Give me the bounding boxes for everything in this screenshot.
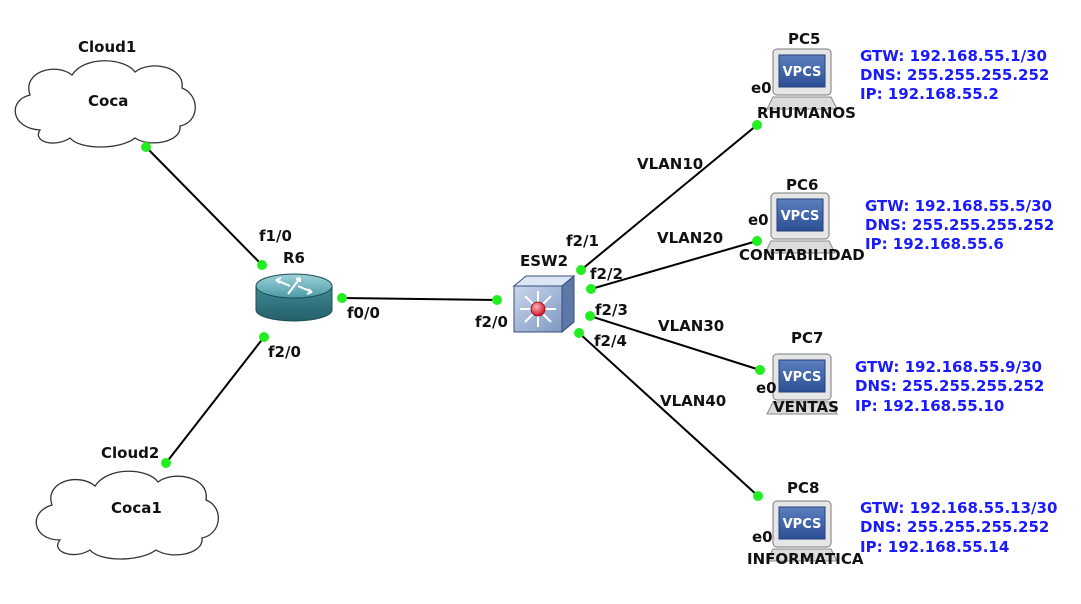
r6-port-f2-0: f2/0	[268, 343, 301, 361]
vpcs-terminal-icon: VPCS	[764, 192, 836, 254]
multilayer-switch-icon	[512, 274, 576, 334]
link-esw2-pc6[interactable]	[590, 240, 758, 290]
port-dot-esw2-f2-3[interactable]	[585, 311, 595, 321]
pc5-node[interactable]: VPCS	[766, 48, 838, 110]
pc6-note-ip: IP: 192.168.55.6	[865, 235, 1004, 253]
pc8-note-gtw: GTW: 192.168.55.13/30	[860, 499, 1057, 517]
pc6-note-gtw: GTW: 192.168.55.5/30	[865, 197, 1052, 215]
pc6-dept-label: CONTABILIDAD	[739, 246, 865, 264]
vpcs-terminal-icon: VPCS	[766, 353, 838, 415]
pc7-port-label: e0	[756, 379, 777, 397]
port-dot-esw2-f2-0[interactable]	[492, 295, 502, 305]
cloud2-label: Cloud2	[101, 444, 159, 462]
cloud1-icon	[14, 60, 196, 148]
pc7-note: GTW: 192.168.55.9/30 DNS: 255.255.255.25…	[855, 358, 1044, 415]
pc8-dept-label: INFORMATICA	[747, 550, 864, 568]
vpcs-terminal-icon: VPCS	[766, 48, 838, 110]
pc5-note-ip: IP: 192.168.55.2	[860, 85, 999, 103]
link-esw2-pc5[interactable]	[580, 124, 758, 271]
cloud1-inner-label: Coca	[88, 92, 128, 110]
pc6-port-label: e0	[748, 211, 769, 229]
port-dot-r6-f0-0[interactable]	[337, 293, 347, 303]
cloud1-node[interactable]: Cloud1 Coca	[14, 38, 196, 148]
port-dot-cloud2[interactable]	[161, 458, 171, 468]
pc8-node[interactable]: VPCS	[766, 500, 838, 562]
port-dot-r6-f1-0[interactable]	[257, 260, 267, 270]
pc8-note: GTW: 192.168.55.13/30 DNS: 255.255.255.2…	[860, 499, 1057, 556]
pc7-node[interactable]: VPCS	[766, 353, 838, 415]
pc7-dept-label: VENTAS	[773, 398, 839, 416]
port-dots	[141, 120, 765, 501]
link-esw2-pc7[interactable]	[589, 315, 761, 371]
port-dot-r6-f2-0[interactable]	[259, 332, 269, 342]
pc8-port-label: e0	[752, 528, 773, 546]
port-dot-pc8-e0[interactable]	[753, 491, 763, 501]
link-r6-esw2[interactable]	[341, 297, 498, 301]
vlan30-label: VLAN30	[658, 317, 724, 335]
esw2-port-f2-1: f2/1	[566, 232, 599, 250]
port-dot-cloud1[interactable]	[141, 142, 151, 152]
r6-port-f1-0: f1/0	[259, 227, 292, 245]
esw2-port-f2-0: f2/0	[475, 313, 508, 331]
vpcs-screen-label: VPCS	[783, 517, 822, 532]
vpcs-screen-label: VPCS	[783, 370, 822, 385]
pc5-label: PC5	[788, 30, 820, 48]
link-cloud2-r6[interactable]	[165, 336, 265, 464]
pc5-note: GTW: 192.168.55.1/30 DNS: 255.255.255.25…	[860, 47, 1049, 103]
port-dot-esw2-f2-2[interactable]	[586, 284, 596, 294]
esw2-port-f2-4: f2/4	[594, 332, 627, 350]
port-dot-pc7-e0[interactable]	[755, 365, 765, 375]
cloud2-icon	[35, 470, 219, 560]
vpcs-terminal-icon: VPCS	[766, 500, 838, 562]
pc7-label: PC7	[791, 329, 823, 347]
r6-port-f0-0: f0/0	[347, 304, 380, 322]
pc7-note-dns: DNS: 255.255.255.252	[855, 377, 1044, 395]
pc5-dept-label: RHUMANOS	[757, 104, 856, 122]
pc5-port-label: e0	[751, 79, 772, 97]
router-icon	[255, 273, 333, 322]
esw2-node[interactable]: ESW2	[512, 252, 576, 334]
vlan10-label: VLAN10	[637, 155, 703, 173]
pc8-note-ip: IP: 192.168.55.14	[860, 538, 1009, 556]
esw2-port-f2-3: f2/3	[595, 301, 628, 319]
pc6-note: GTW: 192.168.55.5/30 DNS: 255.255.255.25…	[865, 197, 1054, 253]
esw2-port-f2-2: f2/2	[590, 265, 623, 283]
vlan20-label: VLAN20	[657, 229, 723, 247]
vpcs-screen-label: VPCS	[783, 65, 822, 80]
pc5-note-gtw: GTW: 192.168.55.1/30	[860, 47, 1047, 65]
pc6-node[interactable]: VPCS	[764, 192, 836, 254]
pc5-note-dns: DNS: 255.255.255.252	[860, 66, 1049, 84]
pc6-note-dns: DNS: 255.255.255.252	[865, 216, 1054, 234]
r6-label: R6	[283, 249, 305, 267]
pc6-label: PC6	[786, 176, 818, 194]
cloud2-node[interactable]: Cloud2 Coca1	[35, 444, 219, 560]
link-cloud1-r6[interactable]	[145, 146, 263, 266]
vpcs-screen-label: VPCS	[781, 209, 820, 224]
port-dot-esw2-f2-1[interactable]	[576, 265, 586, 275]
vlan40-label: VLAN40	[660, 392, 726, 410]
pc7-note-ip: IP: 192.168.55.10	[855, 397, 1004, 415]
pc7-note-gtw: GTW: 192.168.55.9/30	[855, 358, 1042, 376]
port-dot-pc6-e0[interactable]	[752, 236, 762, 246]
link-esw2-pc8[interactable]	[578, 332, 759, 497]
cloud2-inner-label: Coca1	[111, 499, 162, 517]
esw2-label: ESW2	[520, 252, 568, 270]
port-dot-esw2-f2-4[interactable]	[574, 328, 584, 338]
pc8-note-dns: DNS: 255.255.255.252	[860, 518, 1049, 536]
pc8-label: PC8	[787, 479, 819, 497]
r6-node[interactable]: R6	[255, 249, 333, 322]
port-dot-pc5-e0[interactable]	[752, 120, 762, 130]
cloud1-label: Cloud1	[78, 38, 136, 56]
